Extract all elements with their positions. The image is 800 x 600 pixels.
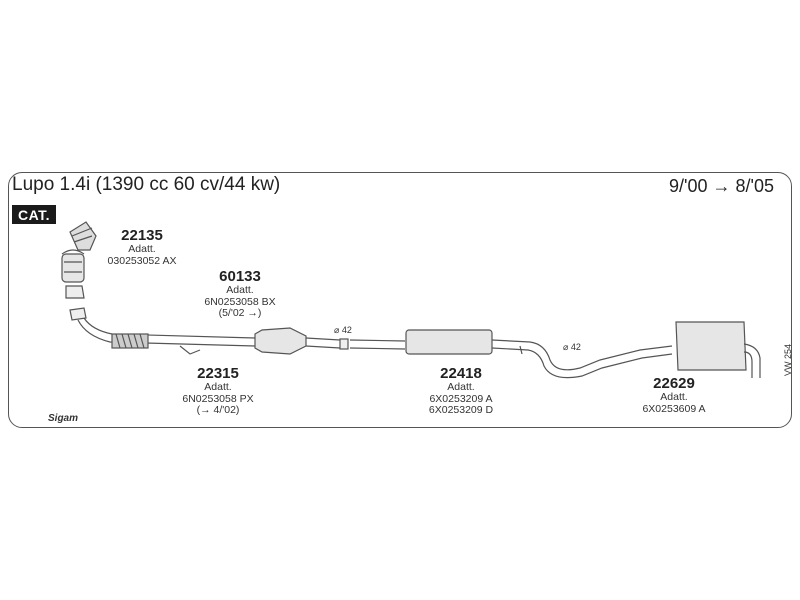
part-code: 030253052 AX: [107, 254, 177, 267]
part-date-range: (→ 4/'02): [196, 404, 240, 416]
part-number: 22135: [121, 227, 163, 244]
front-pipe-part[interactable]: [69, 307, 256, 355]
part-label: Adatt.: [204, 381, 232, 393]
part-code: 6X0253209 D: [428, 404, 494, 416]
part-label: Adatt.: [226, 284, 254, 296]
part-60133[interactable]: 60133 Adatt. 6N0253058 BX (5/'02 →): [204, 269, 275, 320]
part-code: 6N0253058 BX: [204, 295, 276, 308]
catalytic-converter-part[interactable]: [61, 221, 97, 299]
part-22418[interactable]: 22418 Adatt. 6X0253209 A 6X0253209 D: [429, 366, 493, 417]
part-label: Adatt.: [447, 381, 475, 393]
part-number: 22418: [440, 365, 482, 382]
part-22315[interactable]: 22315 Adatt. 6N0253058 PX (→ 4/'02): [182, 366, 253, 417]
part-label: Adatt.: [128, 243, 156, 255]
part-number: 22315: [197, 365, 239, 382]
part-number: 22629: [653, 375, 695, 392]
part-date-range: (5/'02 →): [218, 307, 262, 319]
pipe-diameter-label: ⌀ 42: [334, 325, 352, 335]
part-code: 6X0253609 A: [642, 402, 706, 415]
production-years: 9/'00 → 8/'05: [669, 176, 774, 196]
pipe-diameter-label: ⌀ 42: [563, 342, 581, 352]
part-code: 6N0253058 PX: [182, 392, 254, 405]
part-label: Adatt.: [660, 391, 688, 403]
centre-silencer-part[interactable]: [405, 329, 673, 379]
diagram-frame: [8, 172, 792, 428]
diagram-code: VW 254: [783, 343, 793, 376]
part-22629[interactable]: 22629 Adatt. 6X0253609 A: [642, 376, 705, 415]
rear-silencer-part[interactable]: [675, 321, 761, 378]
part-number: 60133: [219, 268, 261, 285]
part-22135[interactable]: 22135 Adatt. 030253052 AX: [108, 228, 177, 267]
vehicle-title: Lupo 1.4i (1390 cc 60 cv/44 kw): [12, 174, 281, 195]
brand-logo: Sigam: [48, 413, 79, 424]
part-code: 6X0253209 A: [429, 392, 493, 405]
cat-badge: CAT.: [12, 205, 57, 224]
intermediate-pipe-part[interactable]: [254, 327, 406, 355]
